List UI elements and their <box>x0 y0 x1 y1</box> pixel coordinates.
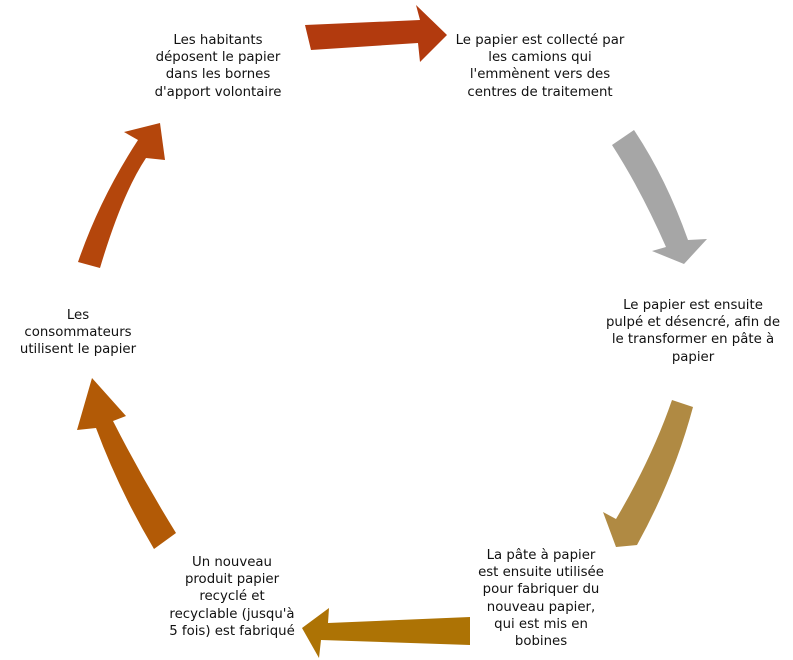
arrow-step6-to-step1 <box>78 123 165 268</box>
arrow-step2-to-step3 <box>612 130 707 264</box>
step-2-text: Le papier est collecté par les camions q… <box>455 33 625 100</box>
arrow-step3-to-step4 <box>603 400 693 547</box>
arrow-step5-to-step6 <box>77 378 176 549</box>
arrow-step1-to-step2 <box>305 5 447 62</box>
step-6-text: Les consommateurs utilisent le papier <box>19 308 137 358</box>
step-5-text: Un nouveau produit papier recyclé et rec… <box>169 555 295 639</box>
arrow-step4-to-step5 <box>302 608 470 658</box>
step-3-text: Le papier est ensuite pulpé et désencré,… <box>605 298 781 365</box>
step-4-text: La pâte à papier est ensuite utilisée po… <box>478 548 604 650</box>
step-1-text: Les habitants déposent le papier dans le… <box>154 33 282 100</box>
